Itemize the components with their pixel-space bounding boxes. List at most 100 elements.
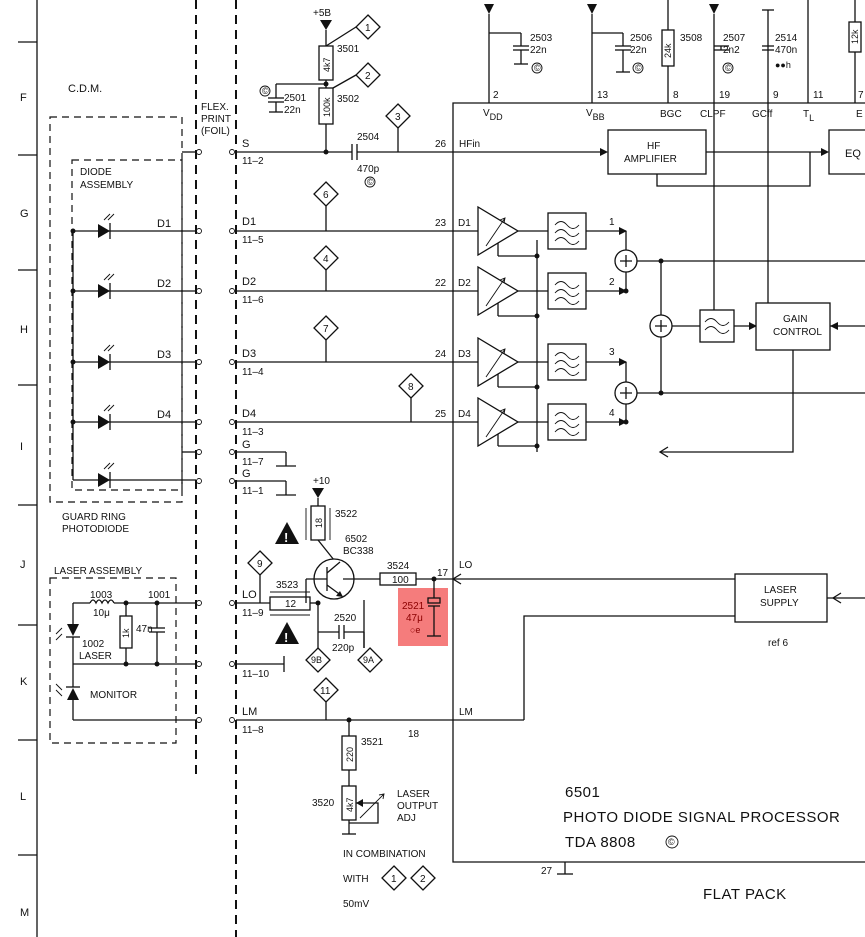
marker-7: 7 xyxy=(313,315,339,341)
svg-text:2n2: 2n2 xyxy=(723,45,740,56)
diode-inputs: 23 22 24 25 D1 D2 D3 D4 xyxy=(236,206,478,423)
pin-lo-label: LO xyxy=(459,560,473,571)
svg-text:PHOTODIODE: PHOTODIODE xyxy=(62,524,129,535)
connector-row-gnd: 11–10 xyxy=(196,656,285,680)
svg-text:11–1: 11–1 xyxy=(242,486,264,497)
pin-hfin-label: HFin xyxy=(459,139,480,150)
pin-17-num: 17 xyxy=(437,568,449,579)
resistor-3502: 100k 3502 xyxy=(318,87,360,125)
svg-text:!: ! xyxy=(284,630,288,645)
svg-text:11–5: 11–5 xyxy=(242,235,264,246)
resistor-3523: 12 3523 xyxy=(269,580,311,616)
svg-text:OUTPUT: OUTPUT xyxy=(397,801,438,812)
pin-8-num: 8 xyxy=(673,90,679,101)
svg-text:22n: 22n xyxy=(284,105,301,116)
laser-output-adj-label: LASER OUTPUT ADJ xyxy=(397,789,438,824)
eq-arrow xyxy=(821,148,829,156)
connector-row-g1: G 11–7 xyxy=(196,439,296,468)
eq-block xyxy=(828,129,865,175)
top-pins: 2 13 8 19 9 11 7 VDD VBB BGC CLPF GCff T… xyxy=(483,0,864,123)
svg-text:3508: 3508 xyxy=(680,33,703,44)
copyright-glyph: © xyxy=(668,837,675,847)
photodiode-d4: D4 xyxy=(70,404,196,430)
laser-diode-ref: 1002 xyxy=(82,639,105,650)
svg-text:2: 2 xyxy=(420,874,426,885)
transistor-6502: 6502 BC338 xyxy=(306,534,380,600)
svg-text:LM: LM xyxy=(242,706,257,718)
svg-text:4k7: 4k7 xyxy=(345,797,355,812)
diode-d2-label: D2 xyxy=(157,278,171,290)
row-label-g: G xyxy=(20,208,29,220)
svg-text:4: 4 xyxy=(609,408,615,419)
svg-text:D4: D4 xyxy=(242,408,256,420)
chip-part: TDA 8808 xyxy=(565,834,636,851)
svg-text:100k: 100k xyxy=(322,97,332,117)
svg-text:22n: 22n xyxy=(530,45,547,56)
resistor-3524: 100 3524 xyxy=(379,561,417,586)
svg-text:25: 25 xyxy=(435,409,447,420)
svg-text:6: 6 xyxy=(323,190,329,201)
connector-row-d4: D4 11–3 xyxy=(196,408,264,438)
svg-text:D2: D2 xyxy=(242,276,256,288)
svg-text:2514: 2514 xyxy=(775,33,798,44)
marker-11: 11 xyxy=(313,677,339,720)
svg-text:LASER: LASER xyxy=(397,789,430,800)
svg-text:BC338: BC338 xyxy=(343,546,374,557)
wire-hf-feedback xyxy=(656,152,811,187)
gain-feedback xyxy=(660,350,794,453)
svg-text:3502: 3502 xyxy=(337,94,360,105)
svg-text:3524: 3524 xyxy=(387,561,410,572)
pin-tl-name: TL xyxy=(803,109,814,123)
gain-control-label-2: CONTROL xyxy=(773,327,822,338)
hfin-arrow xyxy=(600,148,608,156)
wire-lm-supply xyxy=(523,615,735,720)
pin-27: 27 xyxy=(541,862,573,877)
svg-text:24: 24 xyxy=(435,349,447,360)
row-label-f: F xyxy=(20,92,27,104)
pin-2-num: 2 xyxy=(493,90,499,101)
cap-2504: 2504 470p © xyxy=(351,132,380,188)
svg-text:DIODE: DIODE xyxy=(80,167,112,178)
node-s xyxy=(323,149,329,155)
svg-text:(FOIL): (FOIL) xyxy=(201,126,230,137)
svg-text:ADJ: ADJ xyxy=(397,813,416,824)
svg-text:G: G xyxy=(242,439,251,451)
svg-text:11–7: 11–7 xyxy=(242,457,264,468)
svg-text:D3: D3 xyxy=(458,349,471,360)
resistor-1k-value: 1k xyxy=(121,628,131,638)
supply-plus5b: +5B xyxy=(313,8,332,46)
monitor-label: MONITOR xyxy=(90,690,137,701)
marker-3: 3 xyxy=(385,103,411,152)
package-label: FLAT PACK xyxy=(703,886,787,903)
cap-2521-note: ○e xyxy=(410,625,420,635)
chip-ref: 6501 xyxy=(565,784,600,801)
diode-assembly-box xyxy=(71,159,183,491)
node-3501 xyxy=(323,81,329,87)
cap-2521-highlight[interactable]: 2521 47μ ○e xyxy=(398,579,448,646)
connector-row-g2: G 11–1 xyxy=(196,468,296,497)
svg-text:11–3: 11–3 xyxy=(242,427,264,438)
cdm-label: C.D.M. xyxy=(68,83,102,95)
svg-text:3522: 3522 xyxy=(335,509,358,520)
laser-supply-label-2: SUPPLY xyxy=(760,598,799,609)
pin-bgc-name: BGC xyxy=(660,109,682,120)
svg-text:220p: 220p xyxy=(332,643,355,654)
svg-text:4: 4 xyxy=(323,254,329,265)
svg-text:7: 7 xyxy=(323,324,329,335)
svg-text:9B: 9B xyxy=(311,655,322,665)
row-label-i: I xyxy=(20,441,23,453)
svg-text:9A: 9A xyxy=(363,655,374,665)
svg-text:D4: D4 xyxy=(458,409,471,420)
svg-text:470p: 470p xyxy=(357,164,380,175)
diode-d4-label: D4 xyxy=(157,409,171,421)
diode-d3-label: D3 xyxy=(157,349,171,361)
svg-text:©: © xyxy=(367,177,374,187)
resistor-3521: 220 3521 xyxy=(341,735,384,771)
svg-text:1: 1 xyxy=(609,217,615,228)
svg-text:D2: D2 xyxy=(458,278,471,289)
pin-vbb-name: VBB xyxy=(586,108,605,122)
marker-9: 9 xyxy=(247,550,273,603)
row-label-h: H xyxy=(20,324,28,336)
resistor-3520: 4k7 3520 xyxy=(312,785,385,835)
